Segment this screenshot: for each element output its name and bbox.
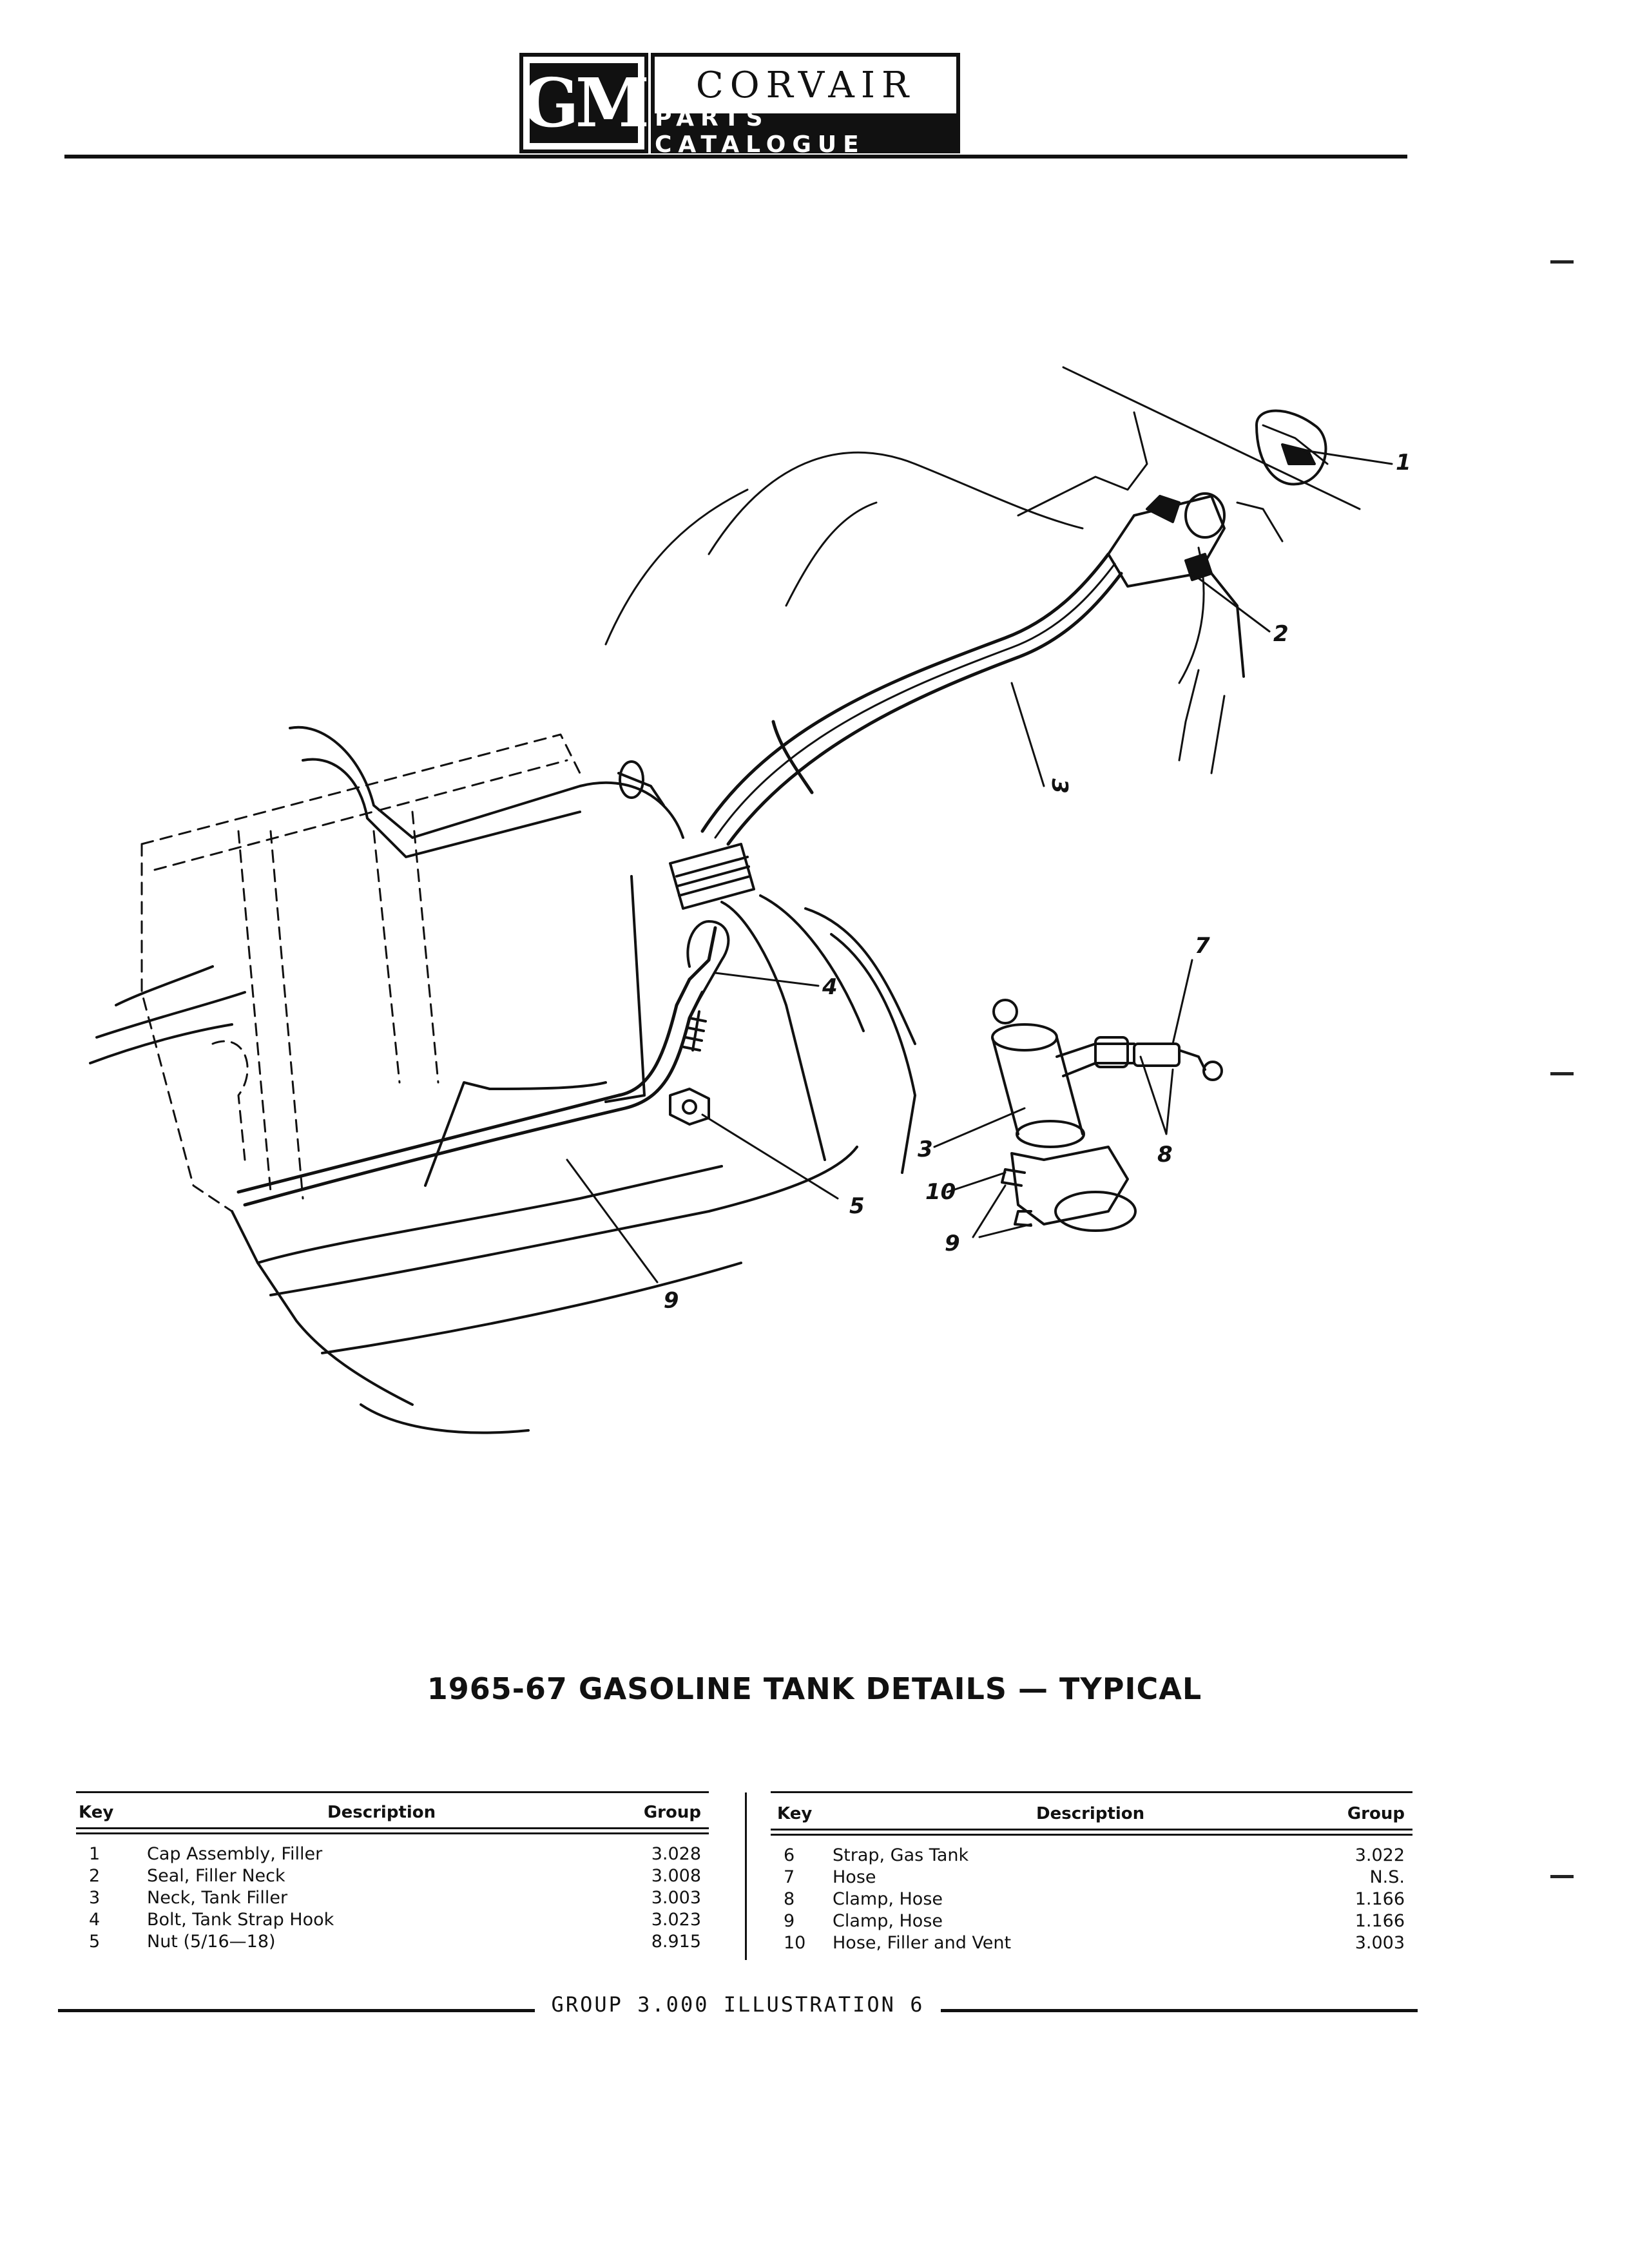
row-description: Strap, Gas Tank (833, 1845, 969, 1865)
row-group: 8.915 (651, 1932, 701, 1952)
callout-3: 3 (1046, 778, 1072, 794)
row-description: Clamp, Hose (833, 1889, 943, 1909)
parts-table-left: Key Description Group 1 Cap Assembly, Fi… (76, 1791, 709, 1959)
page-footer: GROUP 3.000 ILLUSTRATION 6 (58, 1992, 1418, 2024)
filler-hose (700, 552, 1123, 846)
callout-4: 4 (822, 974, 838, 1000)
table-row: 3 Neck, Tank Filler 3.003 (76, 1888, 709, 1910)
col-group: Group (1347, 1804, 1405, 1823)
row-key: 1 (89, 1844, 101, 1864)
row-key: 4 (89, 1910, 101, 1930)
tank-strap (236, 926, 717, 1207)
margin-tick (1550, 1072, 1574, 1075)
row-group: 3.028 (651, 1844, 701, 1864)
row-key: 7 (784, 1867, 795, 1887)
table-rule (771, 1834, 1412, 1836)
margin-tick (1550, 260, 1574, 264)
callout-9: 9 (945, 1231, 960, 1256)
table-rule (771, 1829, 1412, 1831)
col-description: Description (1036, 1804, 1145, 1823)
row-key: 8 (784, 1889, 795, 1909)
body-outline (604, 366, 1361, 774)
table-row: 1 Cap Assembly, Filler 3.028 (76, 1844, 709, 1866)
catalogue-title-box: CORVAIR PARTS CATALOGUE (651, 53, 960, 158)
row-key: 5 (89, 1932, 101, 1952)
callout-10: 10 (925, 1179, 956, 1205)
row-description: Seal, Filler Neck (147, 1866, 285, 1886)
tank-strap-hook (682, 920, 730, 1052)
callout-5: 5 (849, 1193, 865, 1219)
row-description: Nut (5/16—18) (147, 1932, 276, 1952)
tank-dashed-outline (140, 733, 581, 1213)
table-separator (745, 1792, 747, 1960)
row-group: 1.166 (1354, 1889, 1405, 1909)
row-group: 3.003 (651, 1888, 701, 1908)
col-group: Group (643, 1803, 701, 1822)
filler-detail-assembly (991, 999, 1223, 1232)
row-description: Hose (833, 1867, 876, 1887)
table-row: 4 Bolt, Tank Strap Hook 3.023 (76, 1910, 709, 1932)
row-key: 6 (784, 1845, 795, 1865)
header-rule (64, 155, 1407, 159)
table-header: Key Description Group (76, 1799, 709, 1825)
row-description: Clamp, Hose (833, 1911, 943, 1931)
catalogue-title: CORVAIR (695, 64, 916, 106)
leader-lines (566, 450, 1393, 1283)
parts-table-right: Key Description Group 6 Strap, Gas Tank … (771, 1791, 1412, 1959)
col-key: Key (777, 1804, 813, 1823)
footer-rule (941, 2009, 1418, 2012)
callout-3-detail: 3 (918, 1137, 933, 1162)
footer-text: GROUP 3.000 ILLUSTRATION 6 (551, 1992, 925, 2017)
row-group: 3.023 (651, 1910, 701, 1930)
margin-tick (1550, 1875, 1574, 1878)
row-description: Hose, Filler and Vent (833, 1933, 1012, 1953)
callout-6: 6 (664, 1286, 679, 1312)
row-description: Bolt, Tank Strap Hook (147, 1910, 334, 1930)
col-key: Key (79, 1803, 114, 1822)
table-rule (76, 1832, 709, 1834)
callout-2: 2 (1273, 621, 1289, 647)
table-row: 8 Clamp, Hose 1.166 (771, 1889, 1412, 1911)
row-description: Cap Assembly, Filler (147, 1844, 323, 1864)
table-rule (76, 1791, 709, 1793)
gm-logo-text: GM (522, 63, 650, 142)
upper-filler-neck (1107, 492, 1245, 678)
table-row: 2 Seal, Filler Neck 3.008 (76, 1866, 709, 1888)
row-description: Neck, Tank Filler (147, 1888, 288, 1908)
row-key: 10 (784, 1933, 806, 1953)
table-row: 7 Hose N.S. (771, 1867, 1412, 1889)
gm-logo: GM (519, 53, 650, 153)
callout-8: 8 (1157, 1142, 1173, 1168)
illustration-caption: 1965-67 GASOLINE TANK DETAILS — TYPICAL (427, 1671, 1202, 1706)
callout-1: 1 (1396, 450, 1411, 476)
row-key: 9 (784, 1911, 795, 1931)
nut (669, 1088, 710, 1126)
table-row: 9 Clamp, Hose 1.166 (771, 1911, 1412, 1933)
row-key: 2 (89, 1866, 101, 1886)
footer-rule (58, 2009, 535, 2012)
row-group: 3.003 (1354, 1933, 1405, 1953)
table-header: Key Description Group (771, 1800, 1412, 1826)
callout-7: 7 (1195, 933, 1210, 959)
table-row: 10 Hose, Filler and Vent 3.003 (771, 1933, 1412, 1955)
row-group: 1.166 (1354, 1911, 1405, 1931)
gas-tank-illustration (89, 366, 1393, 1434)
row-group: N.S. (1369, 1867, 1405, 1887)
table-row: 5 Nut (5/16—18) 8.915 (76, 1932, 709, 1954)
col-description: Description (327, 1803, 436, 1822)
row-group: 3.008 (651, 1866, 701, 1886)
table-rule (771, 1791, 1412, 1793)
catalogue-header: GM CORVAIR PARTS CATALOGUE (519, 53, 960, 158)
table-rule (76, 1827, 709, 1829)
row-key: 3 (89, 1888, 101, 1908)
table-row: 6 Strap, Gas Tank 3.022 (771, 1845, 1412, 1867)
filler-cap (1255, 409, 1327, 486)
tank-filler-neck (617, 760, 755, 910)
gas-tank (89, 726, 916, 1434)
row-group: 3.022 (1354, 1845, 1405, 1865)
